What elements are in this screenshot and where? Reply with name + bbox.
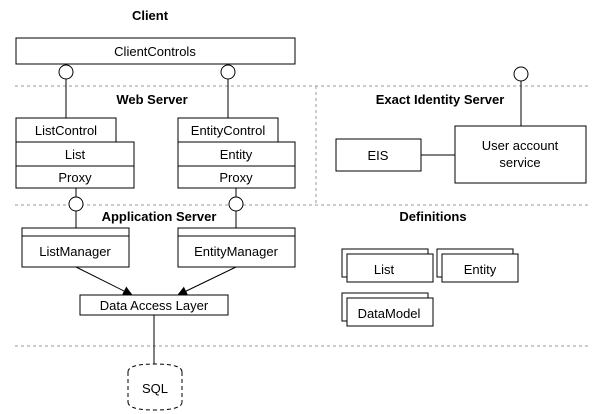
- definition-data-model-label: DataModel: [358, 306, 421, 321]
- list-manager-label: ListManager: [39, 244, 111, 259]
- entity-control-box: [177, 117, 279, 143]
- interface-circle-user-account: [513, 66, 529, 82]
- user-account-service-label-line1: User account: [482, 138, 559, 153]
- user-account-service-box: [454, 125, 587, 184]
- entity-manager-label: EntityManager: [194, 244, 278, 259]
- list-box: [15, 141, 135, 167]
- section-title-web-server: Web Server: [116, 92, 187, 107]
- interface-circle-entity: [220, 64, 236, 80]
- client-controls-box: [15, 37, 296, 65]
- definition-list-label: List: [374, 262, 395, 277]
- data-access-layer-label: Data Access Layer: [100, 298, 209, 313]
- entity-control-label: EntityControl: [191, 123, 266, 138]
- list-proxy-box: [15, 165, 135, 189]
- list-proxy-label: Proxy: [58, 170, 92, 185]
- interface-circle-list: [58, 64, 74, 80]
- client-controls-label: ClientControls: [114, 44, 196, 59]
- definition-entity-label: Entity: [464, 262, 497, 277]
- list-control-box: [15, 117, 117, 143]
- definition-list: List: [341, 248, 434, 283]
- entity-box: [177, 141, 296, 167]
- sql-database-icon: [127, 363, 183, 411]
- eis-box: [335, 138, 422, 172]
- interface-circle-entity-manager: [228, 196, 244, 212]
- arrow-list-manager-to-dal: [75, 266, 133, 296]
- list-label: List: [65, 147, 86, 162]
- entity-manager-box: [177, 227, 296, 268]
- section-title-application-server: Application Server: [102, 209, 217, 224]
- definition-data-model: DataModel: [341, 292, 434, 327]
- section-title-definitions: Definitions: [399, 209, 466, 224]
- entity-proxy-label: Proxy: [219, 170, 253, 185]
- list-manager-box: [21, 227, 130, 268]
- entity-label: Entity: [220, 147, 253, 162]
- definition-entity: Entity: [436, 248, 519, 283]
- arrow-entity-manager-to-dal: [177, 266, 237, 296]
- eis-label: EIS: [368, 148, 389, 163]
- section-title-client: Client: [132, 8, 169, 23]
- section-title-exact-identity-server: Exact Identity Server: [376, 92, 505, 107]
- user-account-service-label-line2: service: [499, 155, 540, 170]
- interface-circle-list-manager: [68, 196, 84, 212]
- sql-label: SQL: [142, 381, 168, 396]
- list-control-label: ListControl: [35, 123, 97, 138]
